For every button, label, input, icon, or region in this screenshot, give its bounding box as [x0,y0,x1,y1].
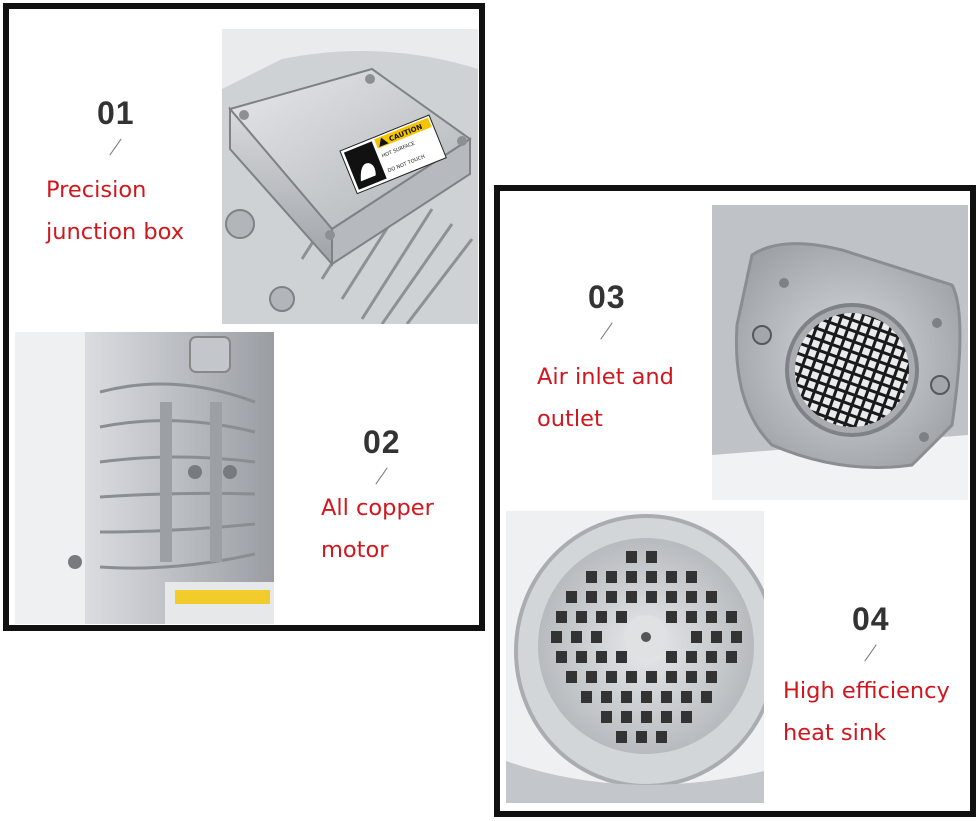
feature-01-caption-line2: junction box [46,219,185,245]
feature-01-number: 01 [97,95,135,131]
feature-02-caption: All copper motor [321,487,434,571]
feature-02-number: 02 [363,424,401,460]
feature-03-caption-line2: outlet [537,406,603,432]
feature-04-caption: High efficiency heat sink [783,670,950,754]
feature-02-divider [375,467,388,485]
feature-04-caption-line1: High efficiency [783,678,950,704]
heat-sink-photo [506,511,764,803]
feature-03-divider [600,322,613,340]
feature-04-number: 04 [852,601,890,637]
feature-02-caption-line2: motor [321,537,389,563]
feature-04-divider [864,644,877,662]
air-inlet-photo [712,205,968,500]
feature-03-caption: Air inlet and outlet [537,356,674,440]
motor-photo [15,332,274,624]
feature-01-divider [109,138,122,156]
feature-03-number: 03 [588,279,626,315]
feature-03-caption-line1: Air inlet and [537,364,674,390]
caution-label: CAUTION HOT SURFACE DO NOT TOUCH [339,114,447,195]
hot-surface-hand-icon [360,163,376,182]
left-panel: 01 Precision junction box [3,3,485,631]
feature-01-caption: Precision junction box [46,169,184,253]
feature-04-caption-line2: heat sink [783,720,887,746]
right-panel: 03 Air inlet and outlet [494,185,976,817]
junction-box-photo: CAUTION HOT SURFACE DO NOT TOUCH [222,29,478,324]
caution-triangle-icon [379,137,389,147]
feature-01-caption-line1: Precision [46,177,147,203]
feature-02-caption-line1: All copper [321,495,434,521]
